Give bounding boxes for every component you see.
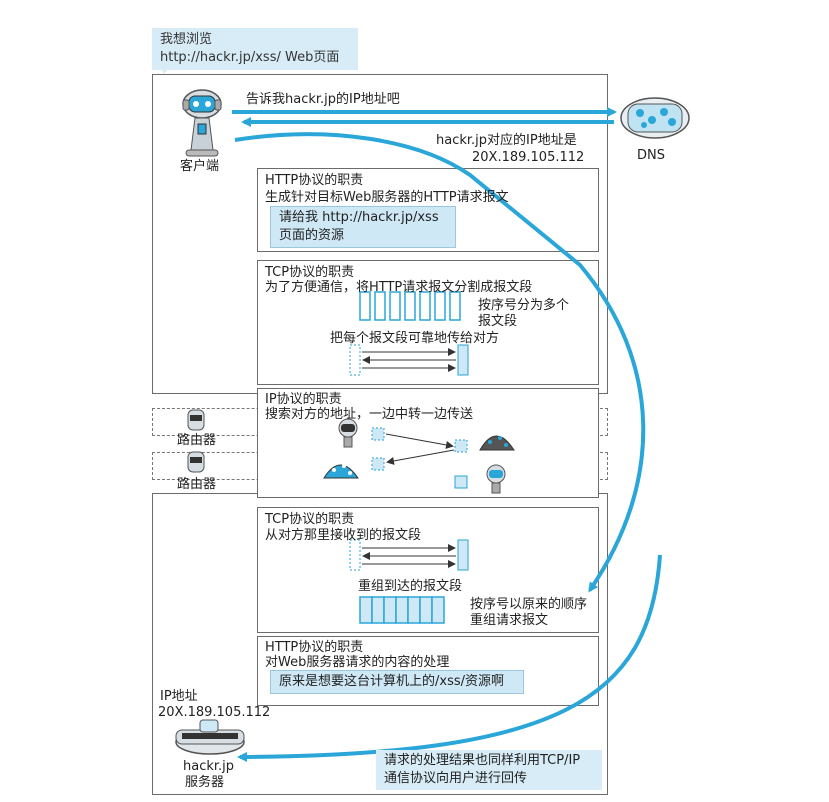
router-icon-2 xyxy=(187,451,205,473)
http-send-message-line1: 请给我 http://hackr.jp/xss xyxy=(279,210,439,225)
tcp-send-note-line1: 按序号分为多个 xyxy=(478,298,570,313)
http-send-desc: 生成针对目标Web服务器的HTTP请求报文 xyxy=(265,190,509,205)
dns-reply-line1: hackr.jp对应的IP地址是 xyxy=(436,133,577,148)
dns-reply-line2: 20X.189.105.112 xyxy=(472,150,585,165)
callout-tail xyxy=(160,64,172,74)
result-note-line2: 通信协议向用户进行回传 xyxy=(384,771,528,786)
top-callout-line1: 我想浏览 xyxy=(160,32,213,47)
ip-bug-left-icon xyxy=(323,464,359,479)
request-flow-arc xyxy=(234,132,646,593)
http-recv-desc: 对Web服务器请求的内容的处理 xyxy=(265,655,450,670)
tcp-recv-note2-line2: 重组请求报文 xyxy=(470,613,549,628)
dns-label: DNS xyxy=(637,148,665,163)
http-recv-message: 原来是想要这台计算机上的/xss/资源啊 xyxy=(270,670,524,694)
tcp-recv-note1: 重组到达的报文段 xyxy=(358,579,463,594)
tcp-recv-transfer xyxy=(349,539,469,571)
tcp-recv-note2-line1: 按序号以原来的顺序 xyxy=(470,597,588,612)
http-send-message-line2: 页面的资源 xyxy=(279,228,345,243)
response-flow-arc xyxy=(237,554,662,762)
dns-server-icon xyxy=(620,97,690,139)
router-label-1: 路由器 xyxy=(177,433,217,448)
tcp-send-transfer xyxy=(349,344,469,376)
result-note-line1: 请求的处理结果也同样利用TCP/IP xyxy=(384,753,581,768)
http-send-title: HTTP协议的职责 xyxy=(265,173,364,188)
router-label-2: 路由器 xyxy=(177,477,217,492)
tcp-send-note2: 把每个报文段可靠地传给对方 xyxy=(330,331,500,346)
client-label: 客户端 xyxy=(180,159,220,174)
http-recv-title: HTTP协议的职责 xyxy=(265,640,364,655)
ip-robot-left-icon xyxy=(338,418,358,448)
tcp-send-note-line2: 报文段 xyxy=(478,314,518,329)
server-name-line2: 服务器 xyxy=(185,775,225,790)
ip-robot-right-icon xyxy=(486,464,506,494)
server-ip: 20X.189.105.112 xyxy=(158,705,271,720)
result-note: 请求的处理结果也同样利用TCP/IP 通信协议向用户进行回传 xyxy=(376,750,602,790)
dns-request-label: 告诉我hackr.jp的IP地址吧 xyxy=(246,92,400,107)
tcp-recv-title: TCP协议的职责 xyxy=(265,512,355,527)
ip-bug-right-icon xyxy=(479,435,515,451)
server-ip-label: IP地址 xyxy=(160,689,198,704)
ip-title: IP协议的职责 xyxy=(265,392,342,407)
ip-routing xyxy=(371,427,468,489)
server-icon xyxy=(175,719,245,755)
tcp-recv-desc: 从对方那里接收到的报文段 xyxy=(265,528,422,543)
http-send-message: 请给我 http://hackr.jp/xss 页面的资源 xyxy=(270,206,456,248)
ip-box xyxy=(257,388,599,498)
ip-desc: 搜索对方的地址，一边中转一边传送 xyxy=(265,407,474,422)
server-name-line1: hackr.jp xyxy=(183,759,235,774)
tcp-send-box xyxy=(257,260,599,385)
client-robot-icon xyxy=(182,89,222,157)
top-callout: 我想浏览 http://hackr.jp/xss/ Web页面 xyxy=(152,28,358,70)
tcp-recv-reassembled xyxy=(359,596,445,624)
tcp-send-segments xyxy=(359,291,461,321)
tcp-send-title: TCP协议的职责 xyxy=(265,265,355,280)
top-callout-line2: http://hackr.jp/xss/ Web页面 xyxy=(160,50,340,65)
router-icon-1 xyxy=(187,409,205,431)
tcp-send-desc: 为了方便通信，将HTTP请求报文分割成报文段 xyxy=(265,280,533,295)
